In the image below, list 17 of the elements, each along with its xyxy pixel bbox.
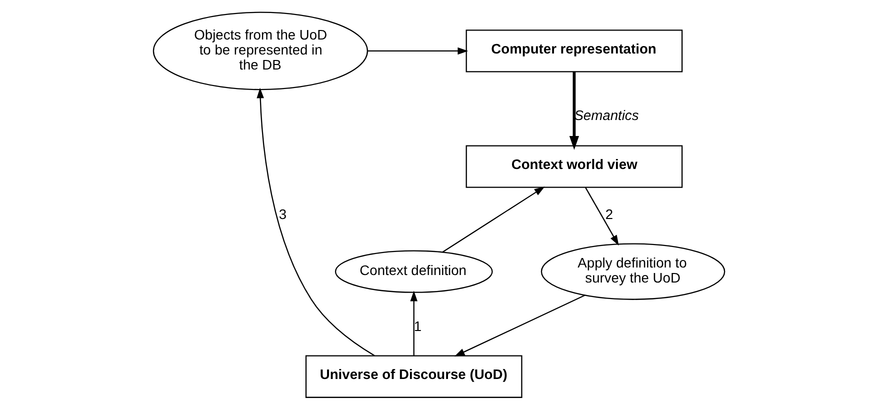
- node-ellipse: Context definition: [334, 250, 493, 293]
- arrow: [569, 72, 580, 150]
- arrow: [410, 290, 418, 356]
- edge-label: 2: [605, 206, 614, 222]
- edge-label: 1: [414, 318, 422, 334]
- arrow: [256, 88, 375, 356]
- arrow: [585, 187, 619, 246]
- node-box: Computer representation: [466, 30, 683, 72]
- edge-label: Semantics: [574, 106, 639, 123]
- node-ellipse: Objects from the UoD to be represented in the DB: [152, 12, 368, 90]
- node-box: Universe of Discourse (UoD): [305, 355, 522, 398]
- node-ellipse: Apply definition to survey the UoD: [540, 243, 726, 300]
- arrow: [454, 294, 586, 356]
- arrow: [367, 47, 468, 55]
- arrow: [442, 186, 545, 253]
- edge-label: 3: [278, 206, 287, 222]
- node-box: Context world view: [466, 145, 683, 188]
